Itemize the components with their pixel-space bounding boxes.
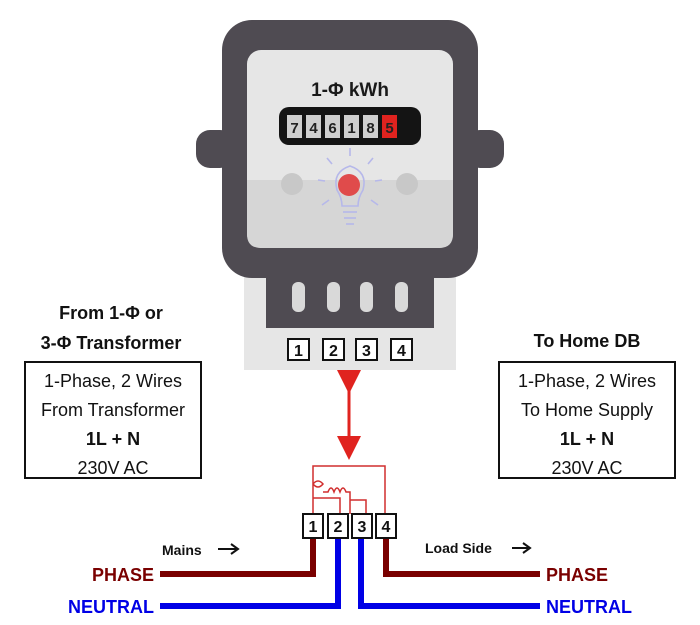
- neutral-wires: [160, 538, 540, 609]
- face-right-dot: [396, 173, 418, 195]
- neutral-label-right: NEUTRAL: [546, 597, 632, 617]
- digit-cell: [287, 115, 302, 138]
- source-heading: From 1-Φ or 3-Φ Transformer: [20, 298, 202, 358]
- phase-label-right: PHASE: [546, 565, 608, 585]
- current-coil-loop: [312, 465, 386, 514]
- terminal-strip: [266, 278, 434, 328]
- wiring-terminal-number: 3: [358, 519, 367, 536]
- terminal-screw: [327, 282, 340, 312]
- voltage-coil-icon: [323, 487, 351, 514]
- counter-digit: 1: [347, 120, 355, 137]
- load-box-line1: 1-Phase, 2 Wires: [517, 371, 657, 391]
- meter-terminal-number: 3: [362, 343, 371, 360]
- source-heading-line1: From 1-Φ or: [59, 303, 163, 323]
- phase-output-wire: [383, 538, 540, 577]
- meter-terminal-box: [390, 338, 413, 361]
- digit-cell: [325, 115, 340, 138]
- mains-arrow-icon: [218, 543, 240, 555]
- terminal-screws: [292, 282, 408, 312]
- load-arrow-icon: [512, 542, 532, 554]
- wiring-terminal-number: 4: [382, 519, 391, 536]
- wiring-terminals: 1 2 3 4: [302, 513, 397, 539]
- meter-terminal-number: 2: [329, 343, 338, 360]
- load-side-label: Load Side: [425, 540, 492, 556]
- load-box-line4: 230V AC: [551, 458, 623, 478]
- meter-terminal-box: [322, 338, 345, 361]
- load-box-line3: 1L + N: [559, 429, 615, 449]
- counter-digit: 6: [328, 120, 336, 137]
- meter-title: 1-Φ kWh: [311, 80, 389, 101]
- coil-link: [350, 499, 367, 514]
- meter-internal-circuit: [312, 465, 386, 514]
- meter-terminal-box: [355, 338, 378, 361]
- terminal-screw: [292, 282, 305, 312]
- digit-cell-last: [382, 115, 397, 138]
- light-bulb-icon: [317, 148, 383, 225]
- source-box-line4: 230V AC: [77, 458, 149, 478]
- coil-link: [313, 497, 341, 514]
- coil-loop-icon: [312, 480, 324, 488]
- energy-meter: 1-Φ kWh 7 4 6 1 8 5: [196, 20, 504, 370]
- load-box-line2: To Home Supply: [520, 400, 654, 420]
- source-box-line2: From Transformer: [40, 400, 186, 420]
- digit-cell: [363, 115, 378, 138]
- counter-digits: 7 4 6 1 8 5: [287, 115, 397, 138]
- digit-cell: [306, 115, 321, 138]
- wiring-terminal-number: 1: [309, 519, 318, 536]
- digit-cell: [344, 115, 359, 138]
- meter-terminal-labels: 1 2 3 4: [287, 338, 413, 361]
- counter-digit: 4: [309, 120, 318, 137]
- neutral-input-wire: [160, 538, 341, 609]
- source-box-line3: 1L + N: [85, 429, 141, 449]
- meter-face-shade: [247, 180, 453, 248]
- wiring-terminal-box: [375, 513, 397, 539]
- load-info-box: 1-Phase, 2 Wires To Home Supply 1L + N 2…: [498, 361, 676, 479]
- wiring-terminal-box: [302, 513, 324, 539]
- wiring-terminal-number: 2: [334, 519, 343, 536]
- counter-digit: 7: [290, 120, 298, 137]
- load-heading: To Home DB: [533, 331, 641, 351]
- counter-digit: 8: [366, 120, 374, 137]
- phase-input-wire: [160, 538, 316, 577]
- terminal-screw: [395, 282, 408, 312]
- source-info-box: 1-Phase, 2 Wires From Transformer 1L + N…: [24, 361, 202, 479]
- meter-terminal-number: 1: [294, 343, 303, 360]
- wiring-terminal-box: [351, 513, 373, 539]
- neutral-output-wire: [358, 538, 540, 609]
- meter-terminal-number: 4: [397, 343, 406, 360]
- phase-label-left: PHASE: [92, 565, 154, 585]
- mains-label: Mains: [162, 542, 202, 558]
- face-left-dot: [281, 173, 303, 195]
- wiring-terminal-box: [327, 513, 349, 539]
- phase-wires: [160, 538, 540, 577]
- terminal-screw: [360, 282, 373, 312]
- pulse-indicator-led: [338, 174, 360, 196]
- source-box-line1: 1-Phase, 2 Wires: [43, 371, 183, 391]
- counter-digit: 5: [385, 120, 393, 137]
- source-heading-line2: 3-Φ Transformer: [40, 333, 182, 353]
- meter-terminal-box: [287, 338, 310, 361]
- neutral-label-left: NEUTRAL: [68, 597, 154, 617]
